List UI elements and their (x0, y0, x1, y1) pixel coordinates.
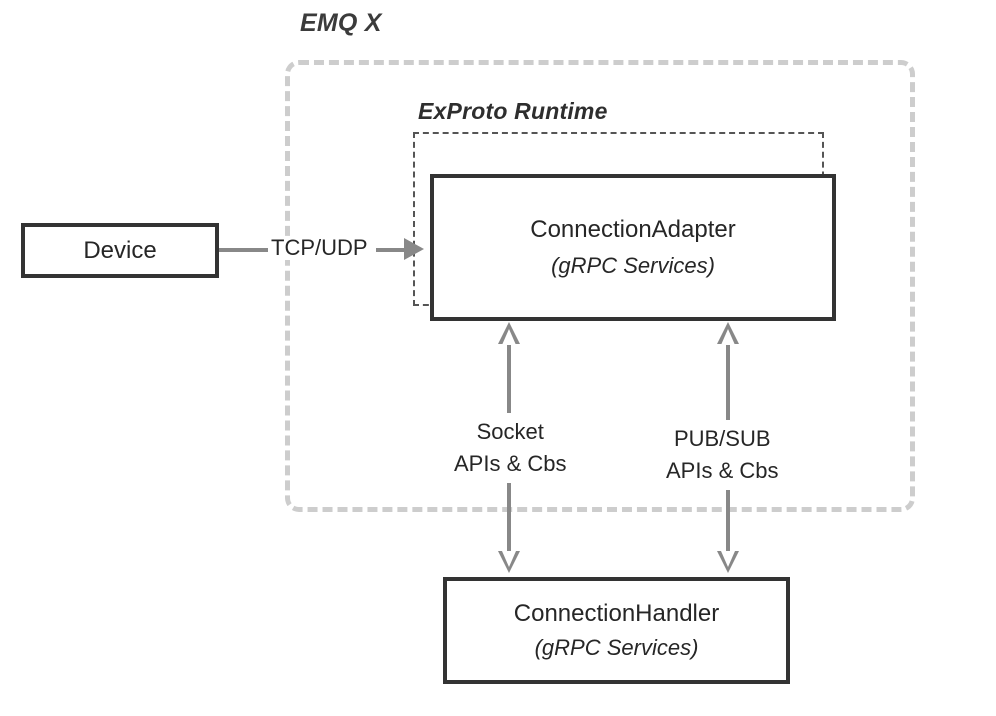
socket-edge-label-line1: Socket (476, 419, 544, 444)
pubsub-edge-label-line2: APIs & Cbs (666, 457, 779, 483)
tcp-udp-edge-label: TCP/UDP (268, 235, 371, 261)
device-node-title: Device (83, 236, 157, 264)
connection-handler-node: ConnectionHandler (gRPC Services) (443, 577, 790, 684)
pubsub-edge-label-line1: PUB/SUB (673, 426, 771, 451)
device-connector-line-right (376, 248, 410, 252)
pubsub-edge-arrowhead-up-icon (717, 322, 739, 345)
connection-adapter-node: ConnectionAdapter (gRPC Services) (430, 174, 836, 321)
socket-edge-arrowhead-up-icon (498, 322, 520, 345)
socket-edge-label: Socket APIs & Cbs (448, 413, 573, 483)
device-connector-line-left (219, 248, 271, 252)
connection-handler-subtitle: (gRPC Services) (534, 634, 699, 660)
exproto-runtime-label: ExProto Runtime (418, 98, 608, 124)
emqx-container (285, 60, 915, 512)
emqx-container-label: EMQ X (300, 9, 382, 37)
socket-edge-arrowhead-down-icon (498, 551, 520, 573)
tcp-udp-arrowhead-icon (404, 238, 424, 260)
connection-adapter-subtitle: (gRPC Services) (551, 252, 715, 278)
connection-adapter-title: ConnectionAdapter (530, 215, 736, 243)
socket-edge-label-line2: APIs & Cbs (454, 450, 567, 476)
device-node: Device (21, 223, 219, 278)
pubsub-edge-label: PUB/SUB APIs & Cbs (660, 420, 785, 490)
pubsub-edge-arrowhead-down-icon (717, 551, 739, 573)
connection-handler-title: ConnectionHandler (513, 599, 720, 627)
